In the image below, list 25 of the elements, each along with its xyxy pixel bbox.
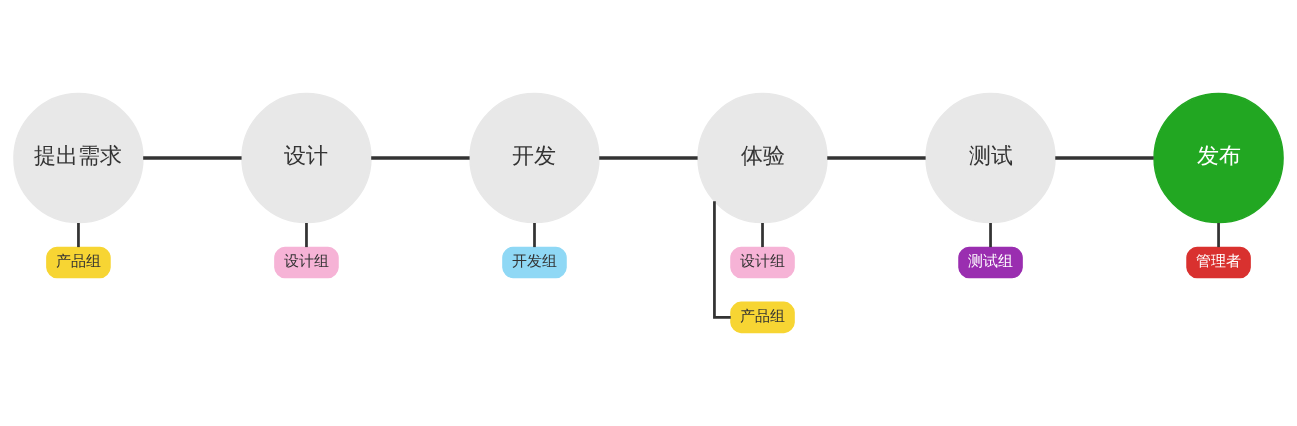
node-box: 测试组 bbox=[958, 246, 1023, 279]
node-circle: 提出需求 bbox=[13, 92, 144, 224]
node-circle: 发布 bbox=[1153, 92, 1284, 224]
node-box: 管理者 bbox=[1186, 246, 1251, 279]
node-box: 设计组 bbox=[730, 246, 795, 279]
connector bbox=[77, 223, 80, 248]
connector bbox=[305, 223, 308, 248]
node-circle: 体验 bbox=[697, 92, 828, 224]
connector bbox=[827, 156, 926, 160]
connector bbox=[761, 223, 764, 248]
node-circle: 设计 bbox=[241, 92, 372, 224]
connector bbox=[599, 156, 698, 160]
connector bbox=[143, 156, 242, 160]
connector bbox=[713, 201, 731, 319]
node-box: 开发组 bbox=[502, 246, 567, 279]
connector bbox=[371, 156, 470, 160]
node-box: 设计组 bbox=[274, 246, 339, 279]
node-box: 产品组 bbox=[730, 301, 795, 334]
connector bbox=[989, 223, 992, 248]
node-box: 产品组 bbox=[46, 246, 111, 279]
node-circle: 开发 bbox=[469, 92, 600, 224]
connector bbox=[1055, 156, 1154, 160]
connector bbox=[1217, 223, 1220, 248]
node-circle: 测试 bbox=[925, 92, 1056, 224]
connector bbox=[533, 223, 536, 248]
